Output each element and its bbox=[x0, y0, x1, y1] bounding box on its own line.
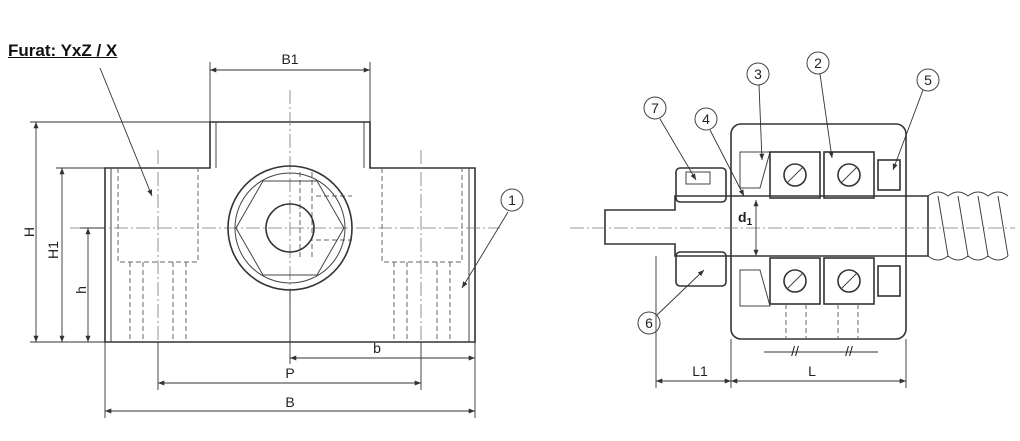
nut-circle bbox=[234, 172, 346, 284]
ball-bottom-1 bbox=[783, 269, 807, 293]
bearing-top-1 bbox=[769, 151, 821, 199]
label-h-small: h bbox=[73, 286, 89, 294]
ballscrew-thread bbox=[927, 191, 1009, 261]
callout-1-label: 1 bbox=[508, 192, 516, 208]
housing-outline bbox=[104, 121, 476, 343]
spacing-mark-1: // bbox=[791, 343, 799, 359]
label-l: L bbox=[808, 363, 816, 379]
callout-4: 4 bbox=[694, 107, 745, 197]
bearing-bottom-1 bbox=[769, 257, 821, 305]
callout-7: 7 bbox=[643, 96, 697, 181]
leader-heading bbox=[99, 67, 153, 197]
svg-text:7: 7 bbox=[651, 100, 659, 116]
callout-2: 2 bbox=[806, 51, 834, 159]
heading-label: Furat: YxZ / X bbox=[8, 41, 118, 60]
label-d1: d1 bbox=[738, 209, 753, 228]
callout-5: 5 bbox=[892, 68, 940, 171]
seal-bottom bbox=[877, 265, 901, 297]
front-view: B1 H H1 h b P B 1 bbox=[21, 51, 524, 418]
label-b1: B1 bbox=[281, 51, 298, 67]
label-l1: L1 bbox=[692, 363, 708, 379]
callout-3: 3 bbox=[746, 62, 770, 161]
shaft bbox=[604, 195, 929, 257]
bearing-bottom-2 bbox=[823, 257, 875, 305]
hidden-holes bbox=[117, 168, 463, 342]
label-h1: H1 bbox=[45, 241, 61, 259]
ball-top-2 bbox=[837, 163, 861, 187]
ball-bottom-2 bbox=[837, 269, 861, 293]
svg-text:6: 6 bbox=[645, 315, 653, 331]
side-housing bbox=[730, 123, 907, 340]
label-h: H bbox=[21, 227, 37, 237]
hex-nut bbox=[235, 180, 345, 276]
shaft-circle bbox=[265, 203, 315, 253]
svg-text:5: 5 bbox=[924, 72, 932, 88]
washer-tab bbox=[685, 171, 711, 185]
label-p: P bbox=[285, 365, 294, 381]
spacer-bottom bbox=[739, 269, 771, 307]
callout-1-circle bbox=[500, 188, 524, 212]
svg-text:2: 2 bbox=[814, 55, 822, 71]
bearing-top-2 bbox=[823, 151, 875, 199]
label-b: B bbox=[285, 394, 294, 410]
leader-callout-1 bbox=[461, 211, 509, 289]
lock-nut-bottom bbox=[675, 251, 727, 287]
ball-top-1 bbox=[783, 163, 807, 187]
callout-6: 6 bbox=[637, 269, 705, 335]
side-view: d1 L1 L // // 2 3 4 5 bbox=[570, 51, 1015, 388]
spacing-mark-2: // bbox=[845, 343, 853, 359]
svg-text:3: 3 bbox=[754, 66, 762, 82]
lock-nut-top bbox=[675, 167, 727, 203]
svg-text:4: 4 bbox=[702, 111, 710, 127]
spacer-top bbox=[739, 151, 771, 189]
seal-top bbox=[877, 159, 901, 191]
label-b-small: b bbox=[373, 340, 381, 356]
